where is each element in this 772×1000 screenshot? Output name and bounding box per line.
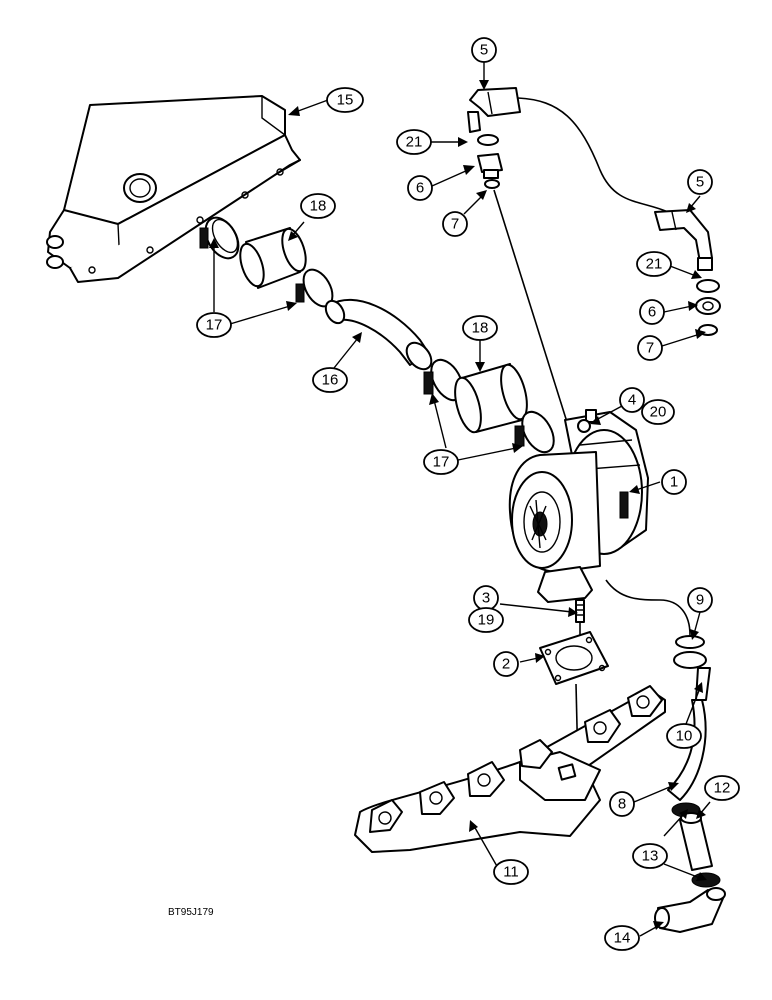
callout-9: 9: [687, 587, 713, 613]
callout-1: 1: [661, 469, 687, 495]
exhaust-manifold: [354, 685, 666, 853]
callout-13: 13: [632, 843, 668, 869]
gasket: [539, 631, 609, 685]
callout-3: 3: [473, 585, 499, 611]
callout-5-right: 5: [687, 169, 713, 195]
svg-text:9: 9: [696, 592, 704, 609]
svg-text:14: 14: [614, 930, 631, 947]
svg-text:6: 6: [416, 180, 424, 197]
callout-5-upper: 5: [471, 37, 497, 63]
svg-text:7: 7: [646, 340, 654, 357]
svg-text:21: 21: [646, 256, 663, 273]
hose-clamp-lower-right: [514, 410, 555, 454]
oil-drain-line: [605, 579, 711, 801]
svg-text:19: 19: [478, 612, 495, 629]
washer-right: [696, 279, 720, 293]
callout-6-right: 6: [639, 299, 665, 325]
svg-text:4: 4: [628, 392, 636, 409]
callout-21-right: 21: [636, 251, 672, 277]
svg-text:3: 3: [482, 590, 490, 607]
callout-18-lower: 18: [462, 315, 498, 341]
callout-17-upper: 17: [196, 312, 232, 338]
callout-16: 16: [312, 367, 348, 393]
svg-text:8: 8: [618, 796, 626, 813]
callout-7-right: 7: [637, 335, 663, 361]
svg-text:15: 15: [337, 92, 354, 109]
callout-14: 14: [604, 925, 640, 951]
callout-4: 4: [619, 387, 645, 413]
callout-21-upper: 21: [396, 129, 432, 155]
washer-upper: [477, 134, 499, 146]
aftercooler-housing: [46, 95, 301, 283]
callout-12: 12: [704, 775, 740, 801]
oil-supply-line: [467, 87, 713, 271]
callout-11: 11: [493, 859, 529, 885]
svg-text:11: 11: [503, 864, 519, 881]
callout-20: 20: [641, 399, 675, 425]
turbocharger: [508, 409, 649, 603]
svg-text:21: 21: [406, 134, 423, 151]
svg-text:2: 2: [502, 656, 510, 673]
callout-8: 8: [609, 791, 635, 817]
svg-text:5: 5: [480, 42, 488, 59]
callout-2: 2: [493, 651, 519, 677]
hose-sleeve-upper: [239, 227, 307, 289]
svg-text:16: 16: [322, 372, 339, 389]
figure-reference-code: BT95J179: [168, 907, 214, 918]
callout-19: 19: [468, 607, 504, 633]
callout-15: 15: [326, 87, 364, 113]
fitting-upper: [477, 153, 503, 179]
svg-text:10: 10: [676, 728, 693, 745]
callout-18-upper: 18: [300, 193, 336, 219]
fitting-right: [695, 297, 721, 315]
hose-sleeve-lower: [454, 363, 528, 434]
svg-text:18: 18: [310, 198, 327, 215]
callout-7-upper: 7: [442, 211, 468, 237]
svg-text:18: 18: [472, 320, 489, 337]
drain-elbow: [654, 887, 726, 933]
svg-text:1: 1: [670, 474, 678, 491]
svg-text:17: 17: [206, 317, 223, 334]
svg-text:17: 17: [433, 454, 450, 471]
svg-text:7: 7: [451, 216, 459, 233]
svg-text:13: 13: [642, 848, 659, 865]
svg-text:5: 5: [696, 174, 704, 191]
callout-6-upper: 6: [407, 175, 433, 201]
callout-10: 10: [666, 723, 702, 749]
svg-text:20: 20: [650, 404, 667, 421]
crossover-tube: [324, 299, 433, 371]
svg-text:12: 12: [714, 780, 731, 797]
o-ring-upper: [484, 179, 500, 189]
drain-hose: [679, 812, 713, 871]
svg-text:6: 6: [648, 304, 656, 321]
leader-lines: [209, 62, 711, 937]
callout-17-lower: 17: [423, 449, 459, 475]
oil-line-to-turbo: [493, 189, 573, 439]
stud: [575, 599, 585, 623]
